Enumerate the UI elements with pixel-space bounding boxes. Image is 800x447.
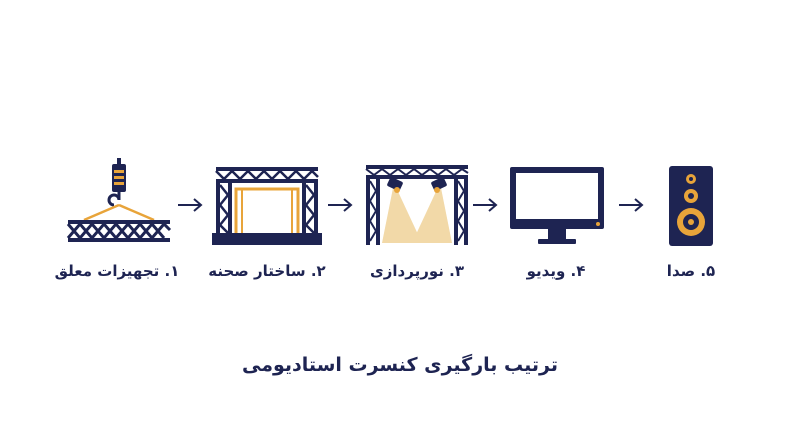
speaker-icon [669, 166, 713, 246]
step-label: ۳. نورپردازی [370, 262, 464, 280]
arrow-right-icon [473, 198, 498, 212]
step-label: ۱. تجهیزات معلق [54, 262, 180, 280]
stage-lights-icon [365, 165, 469, 245]
step-label: ۴. ویدیو [526, 262, 586, 280]
step-label: ۲. ساختار صحنه [208, 262, 326, 280]
diagram-title: ترتیب بارگیری کنسرت استادیومی [242, 354, 558, 376]
arrow-right-icon [328, 198, 353, 212]
video-monitor-icon [510, 167, 604, 244]
arrow-right-icon [619, 198, 644, 212]
stage-truss-icon [212, 167, 322, 245]
step-label: ۵. صدا [666, 262, 716, 280]
arrow-right-icon [178, 198, 203, 212]
hanging-truss-hook-icon [66, 158, 172, 242]
